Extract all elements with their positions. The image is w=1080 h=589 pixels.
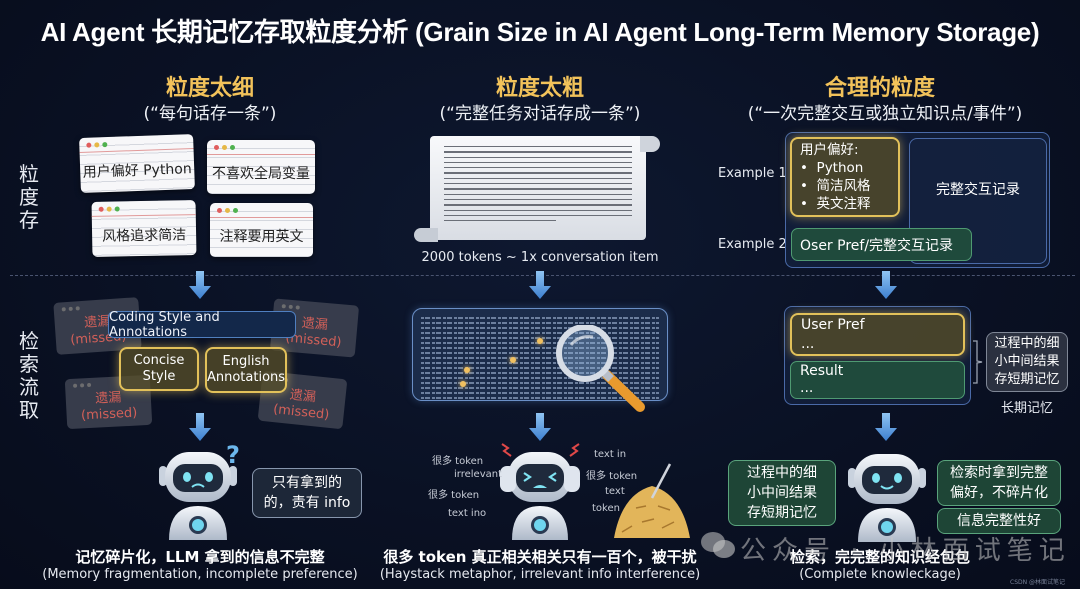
window-dots-icon bbox=[214, 145, 235, 150]
down-arrow-icon bbox=[529, 413, 551, 441]
noise-word: 很多 token bbox=[586, 471, 638, 482]
robot-overwhelmed-icon bbox=[500, 452, 580, 540]
note-card-text: 注释要用英文 bbox=[219, 229, 304, 245]
col3-result-en: (Complete knowleckage) bbox=[799, 567, 961, 582]
pref-item: • Python bbox=[800, 160, 864, 176]
col2-result-zh: 很多 token 真正相关相关只有一百个，被干扰 bbox=[383, 548, 697, 566]
row-label-retrieve: 检索流取 bbox=[19, 329, 39, 422]
scroll-curl bbox=[414, 228, 438, 242]
ellipsis: ... bbox=[801, 335, 815, 352]
noise-word: irrelevant bbox=[454, 469, 502, 480]
window-dots-icon bbox=[61, 306, 80, 312]
col3-heading: 合理的粒度 bbox=[824, 76, 935, 101]
col1-heading: 粒度太细 bbox=[165, 76, 254, 101]
col2-heading: 粒度太粗 bbox=[495, 76, 584, 101]
robot-happy-icon bbox=[848, 454, 926, 542]
pref-item: • 简洁风格 bbox=[800, 178, 871, 194]
scroll-caption: 2000 tokens ~ 1x conversation item bbox=[421, 250, 659, 265]
stress-zigzag-icon bbox=[569, 443, 580, 457]
relevant-token-dot bbox=[537, 338, 543, 344]
window-dots-icon bbox=[98, 206, 120, 212]
conversation-scroll bbox=[430, 136, 646, 240]
page-title: AI Agent 长期记忆存取粒度分析 (Grain Size in AI Ag… bbox=[40, 17, 1040, 47]
window-dots-icon bbox=[73, 382, 92, 388]
watermark: 公众号 · 小林面试笔记 bbox=[740, 536, 1071, 566]
credit: CSDN @林面试笔记 bbox=[1010, 579, 1066, 586]
short-term-note-bottom: 过程中的细 小中间结果 存短期记忆 bbox=[728, 460, 836, 526]
result-label: Result bbox=[800, 363, 844, 379]
hit-concise-style: Concise Style bbox=[119, 347, 199, 391]
hit-english-annotations: English Annotations bbox=[205, 347, 287, 393]
row-label-store: 粒度存 bbox=[19, 162, 39, 232]
noise-word: 很多 token bbox=[432, 456, 484, 467]
note-card: 注释要用英文 bbox=[210, 203, 313, 257]
record-label: 完整交互记录 bbox=[936, 182, 1020, 198]
pref-title: 用户偏好: bbox=[800, 142, 859, 158]
col1-result-en: (Memory fragmentation, incomplete prefer… bbox=[42, 567, 358, 582]
noise-word: text bbox=[605, 486, 625, 497]
integrity-note: 信息完整性好 bbox=[937, 508, 1061, 534]
complete-pref-note: 检索时拿到完整 偏好，不碎片化 bbox=[937, 460, 1061, 506]
relevant-token-dot bbox=[464, 367, 470, 373]
col3-subheading: (“一次完整交互或独立知识点/事件”) bbox=[747, 104, 1023, 124]
speech-bubble: 只有拿到的 的，责有 info bbox=[252, 468, 362, 518]
user-pref-label: User Pref bbox=[801, 316, 865, 333]
relevant-token-dot bbox=[460, 381, 466, 387]
pref-item: • 英文注释 bbox=[800, 196, 871, 212]
down-arrow-icon bbox=[529, 271, 551, 299]
stress-zigzag-icon bbox=[501, 443, 512, 457]
example2-label: Example 2 bbox=[718, 237, 787, 252]
haystack-needle-icon bbox=[614, 463, 690, 538]
note-card-text: 风格追求简洁 bbox=[101, 226, 187, 245]
down-arrow-icon bbox=[189, 271, 211, 299]
down-arrow-icon bbox=[875, 271, 897, 299]
down-arrow-icon bbox=[875, 413, 897, 441]
noise-word: text ino bbox=[448, 508, 487, 519]
query-label: Coding Style and Annotations bbox=[108, 310, 296, 340]
col2-subheading: (“完整任务对话存成一条”) bbox=[439, 104, 641, 124]
noise-word: token bbox=[592, 503, 620, 514]
window-dots-icon bbox=[86, 142, 108, 148]
col3-result-zh: 检索，完完整的知识经包包 bbox=[789, 548, 970, 566]
window-dots-icon bbox=[217, 208, 238, 213]
ellipsis: ... bbox=[800, 380, 814, 396]
short-term-note: 过程中的细 小中间结果 存短期记忆 bbox=[986, 332, 1068, 392]
note-card: 风格追求简洁 bbox=[91, 200, 197, 257]
relevant-token-dot bbox=[510, 357, 516, 363]
robot-confused-icon bbox=[159, 452, 237, 540]
col1-result-zh: 记忆碎片化，LLM 拿到的信息不完整 bbox=[75, 548, 325, 566]
noise-word: text in bbox=[594, 449, 627, 460]
noise-word: 很多 token bbox=[428, 490, 480, 501]
example2-record: Oser Pref/完整交互记录 bbox=[791, 228, 972, 261]
question-mark-icon: ? bbox=[226, 441, 240, 469]
magnifier-icon bbox=[556, 325, 645, 412]
missed-sub: (missed) bbox=[80, 405, 138, 424]
note-card: 用户偏好 Python bbox=[79, 134, 195, 193]
long-term-label: 长期记忆 bbox=[1000, 401, 1053, 416]
note-card-text: 用户偏好 Python bbox=[82, 160, 192, 181]
col1-subheading: (“每句话存一条”) bbox=[143, 104, 277, 124]
note-card: 不喜欢全局变量 bbox=[207, 140, 315, 194]
user-pref-box: 用户偏好: • Python • 简洁风格 • 英文注释 bbox=[790, 137, 900, 217]
wechat-icon bbox=[701, 532, 735, 558]
col2-result-en: (Haystack metaphor, irrelevant info inte… bbox=[379, 567, 701, 582]
scroll-curl bbox=[640, 136, 660, 152]
user-pref-result: User Pref ... bbox=[790, 313, 965, 356]
example1-label: Example 1 bbox=[718, 166, 787, 181]
haystack-text-block bbox=[412, 308, 668, 401]
down-arrow-icon bbox=[189, 413, 211, 441]
brace-icon bbox=[973, 340, 983, 384]
note-card-text: 不喜欢全局变量 bbox=[212, 166, 310, 182]
result-box: Result ... bbox=[790, 361, 965, 399]
